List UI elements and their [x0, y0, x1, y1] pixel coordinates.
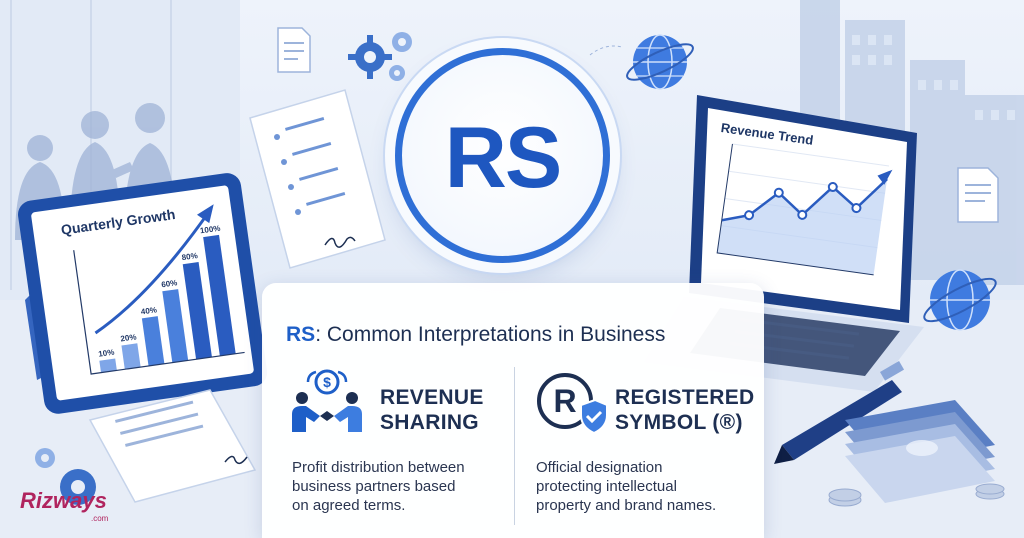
- gears-icon: [348, 32, 412, 81]
- bar-label: 20%: [120, 332, 137, 343]
- chart-axis: [716, 143, 874, 276]
- document-icon: [277, 27, 311, 73]
- globe-icon: [589, 34, 694, 90]
- registered-symbol-heading-line1: REGISTERED: [615, 386, 755, 409]
- trend-arrow-head: [877, 169, 893, 185]
- trend-point: [797, 209, 808, 220]
- registered-symbol-desc-line2: protecting intellectual: [536, 478, 677, 495]
- handshake-dollar-icon: $: [292, 369, 362, 432]
- revenue-sharing-desc-line1: Profit distribution between: [292, 459, 465, 476]
- trend-point: [827, 181, 838, 192]
- globe-icon-right: [923, 269, 997, 331]
- rizways-logo-suffix: .com: [91, 514, 109, 523]
- revenue-sharing-description: Profit distribution between business par…: [292, 458, 465, 515]
- revenue-trend-chart: [716, 143, 893, 276]
- registered-symbol-heading-line2: SYMBOL (®): [615, 411, 743, 434]
- registered-shield-icon: R: [537, 373, 607, 435]
- revenue-sharing-heading-line2: SHARING: [380, 411, 479, 434]
- bar-label: 100%: [199, 224, 221, 236]
- money-stack-icon: [845, 400, 995, 503]
- panel-title-rest: : Common Interpretations in Business: [315, 323, 666, 346]
- revenue-sharing-desc-line3: on agreed terms.: [292, 497, 406, 514]
- trend-point: [744, 210, 755, 221]
- rizways-logo[interactable]: Rizways: [20, 488, 107, 513]
- trend-point: [851, 203, 862, 214]
- signed-paper-icon: [88, 389, 257, 503]
- grid-line: [728, 170, 886, 194]
- bar-label: 80%: [181, 251, 198, 262]
- panel-title-highlight: RS: [286, 323, 316, 346]
- svg-text:$: $: [323, 374, 331, 390]
- info-panel: RS: Common Interpretations in Business $…: [262, 283, 764, 538]
- revenue-sharing-heading-line1: REVENUE: [380, 386, 484, 409]
- trend-point: [773, 187, 784, 198]
- registered-symbol-desc-line1: Official designation: [536, 459, 663, 476]
- growth-arrow-head: [196, 204, 214, 224]
- rs-badge: RS: [395, 48, 610, 263]
- chart-bar: [141, 316, 165, 366]
- registered-symbol-heading: REGISTERED SYMBOL (®): [615, 385, 755, 435]
- badge-text: RS: [444, 110, 562, 206]
- bar-label: 10%: [98, 348, 115, 359]
- bar-label: 40%: [140, 305, 157, 316]
- gears-icon-bottom: [35, 448, 96, 505]
- panel-title: RS: Common Interpretations in Business: [286, 323, 665, 347]
- registered-symbol-desc-line3: property and brand names.: [536, 497, 717, 514]
- revenue-sharing-heading: REVENUE SHARING: [380, 385, 484, 435]
- registered-symbol-description: Official designation protecting intellec…: [536, 458, 716, 515]
- pen-icon: [774, 361, 905, 464]
- chart-bar: [203, 234, 236, 356]
- chart-bar: [162, 289, 189, 363]
- column-divider: [514, 367, 515, 525]
- report-document-icon: [957, 167, 999, 223]
- trend-area: [717, 179, 888, 275]
- chart-bar: [99, 358, 117, 373]
- svg-text:R: R: [553, 383, 576, 419]
- coins-icon: [828, 483, 1005, 507]
- revenue-sharing-desc-line2: business partners based: [292, 478, 456, 495]
- bar-label: 60%: [161, 278, 178, 289]
- chart-axis: [73, 250, 245, 375]
- contract-document-icon: [249, 89, 386, 269]
- chart-bar: [182, 261, 212, 360]
- chart-bar: [121, 343, 141, 370]
- quarterly-growth-chart: 10% 20% 40% 60% 80% 100%: [73, 204, 245, 375]
- growth-arrow: [94, 210, 211, 335]
- grid-line: [732, 143, 889, 167]
